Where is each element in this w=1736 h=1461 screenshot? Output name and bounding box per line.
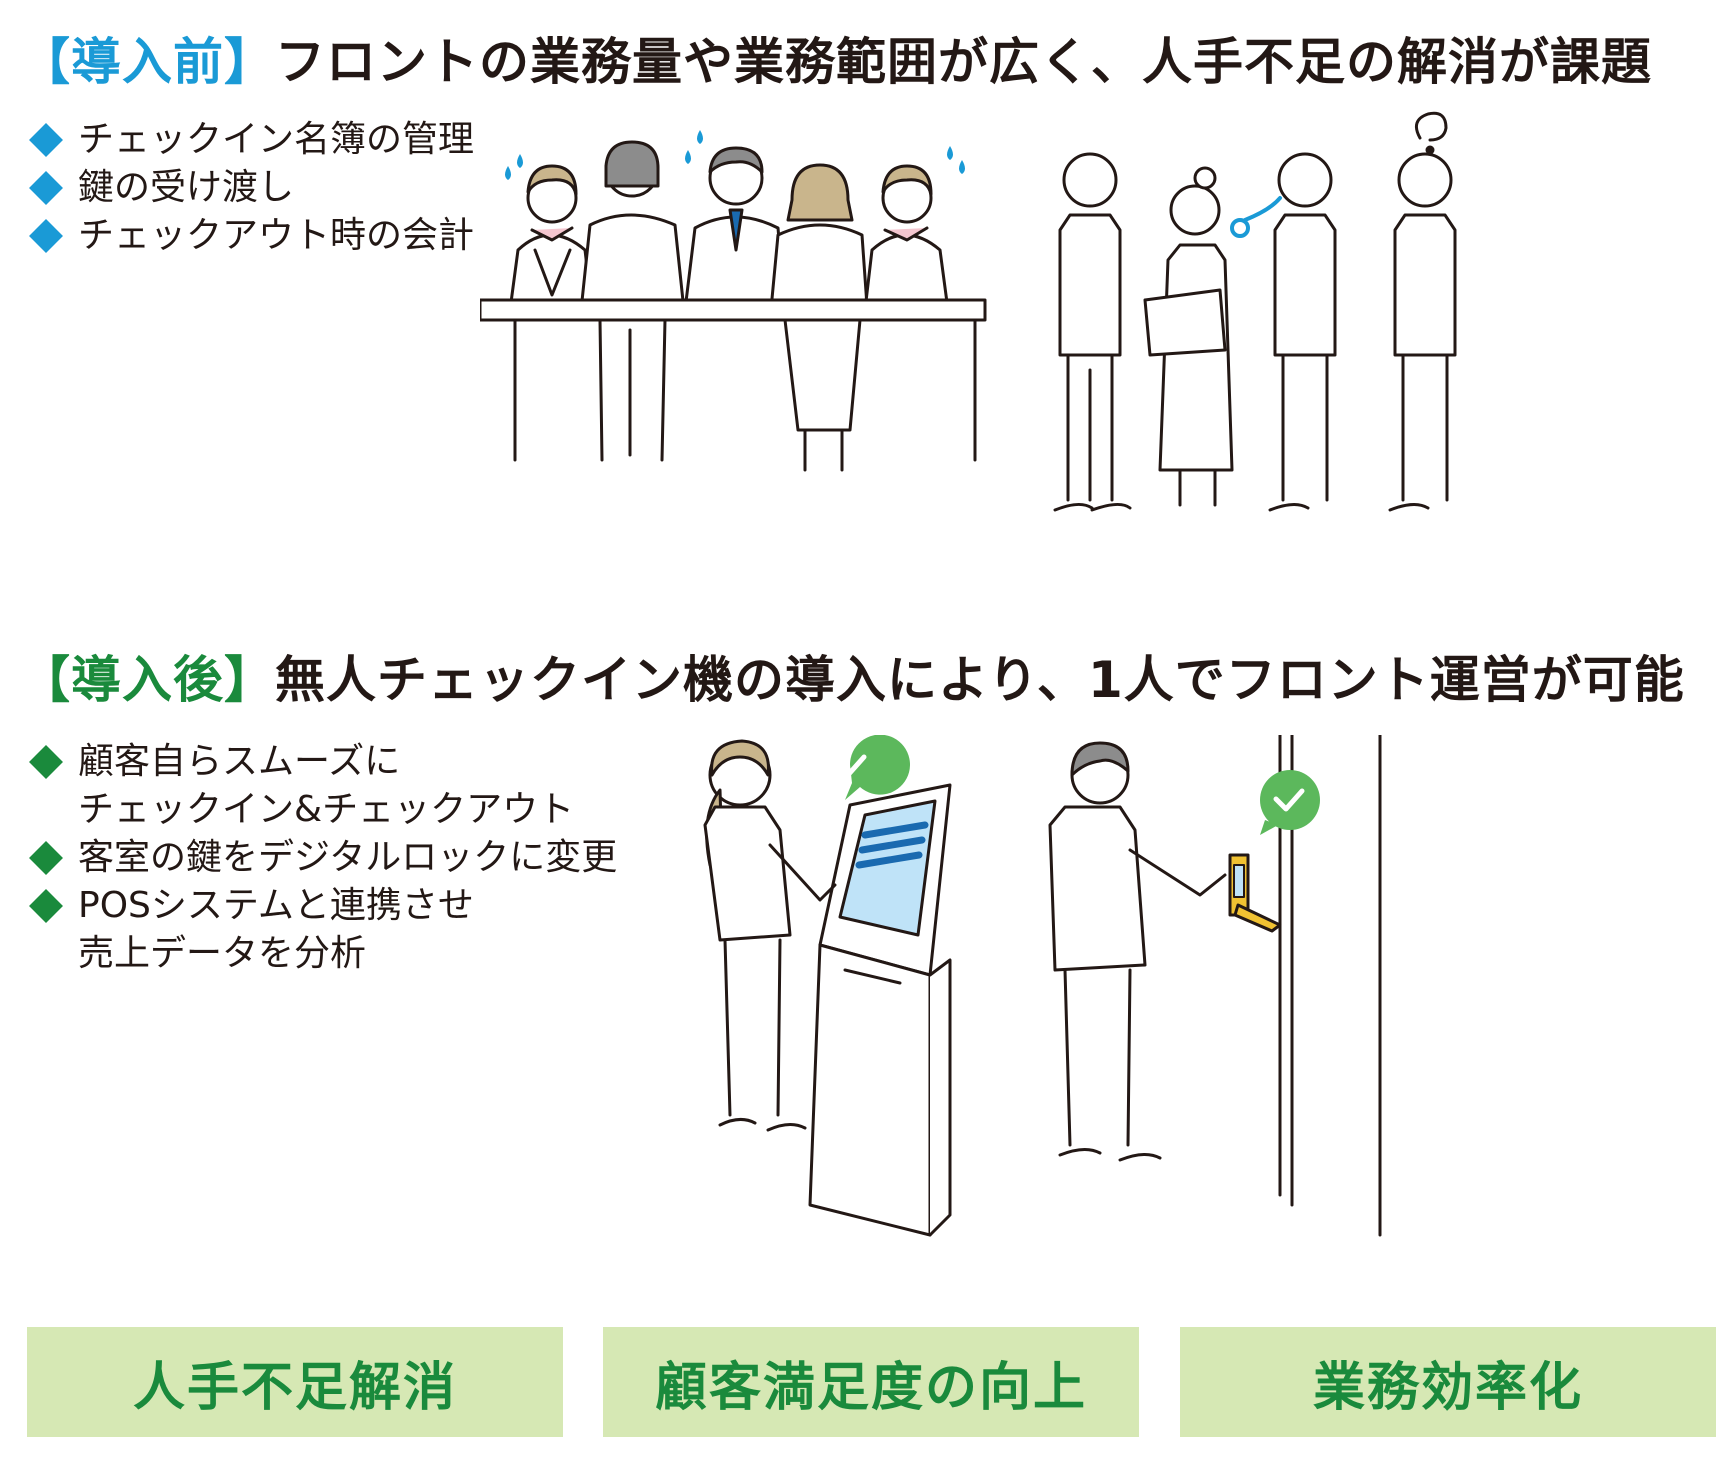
result-box-customer-satisfaction: 顧客満足度の向上 <box>603 1327 1139 1437</box>
after-label: 【導入後】 <box>20 651 275 709</box>
diamond-icon <box>29 889 63 923</box>
front-counter <box>480 298 987 462</box>
staff-woman-right <box>863 164 950 312</box>
diamond-icon <box>29 123 63 157</box>
after-bullet-item: 客室の鍵をデジタルロックに変更 <box>29 834 617 882</box>
check-bubble-icon <box>835 735 910 800</box>
before-bullet-item: チェックイン名簿の管理 <box>29 116 474 164</box>
digital-lock <box>1228 853 1282 933</box>
after-bullet-item: 顧客自らスムーズにチェックイン&チェックアウト <box>29 738 617 834</box>
before-bullet-list: チェックイン名簿の管理 鍵の受け渡し チェックアウト時の会計 <box>29 116 474 260</box>
squiggle-icon <box>1414 111 1448 142</box>
after-bullet-item: POSシステムと連携させ売上データを分析 <box>29 882 617 978</box>
guest-queue <box>1053 111 1457 512</box>
sigh-icon <box>1243 196 1282 222</box>
result-label: 人手不足解消 <box>132 1357 457 1418</box>
before-bullet-item: 鍵の受け渡し <box>29 164 474 212</box>
check-bubble-icon <box>1260 770 1320 835</box>
guest-woman-back <box>768 163 870 472</box>
after-title: 無人チェックイン機の導入により、1人でフロント運営が可能 <box>275 651 1685 709</box>
diamond-icon <box>29 171 63 205</box>
sweat-drop-icon <box>685 130 703 164</box>
before-title: フロントの業務量や業務範囲が広く、人手不足の解消が課題 <box>275 33 1652 91</box>
sweat-drop-icon <box>947 146 965 174</box>
diamond-icon <box>29 841 63 875</box>
guest-man-back <box>578 140 687 462</box>
diamond-icon <box>29 745 63 779</box>
before-heading: 【導入前】フロントの業務量や業務範囲が広く、人手不足の解消が課題 <box>20 22 1652 94</box>
after-bullet-list: 顧客自らスムーズにチェックイン&チェックアウト 客室の鍵をデジタルロックに変更 … <box>29 738 617 978</box>
before-label: 【導入前】 <box>20 33 275 91</box>
guest-man-door <box>1048 741 1227 1162</box>
result-label: 業務効率化 <box>1312 1357 1583 1418</box>
kiosk-and-digital-lock-illustration <box>703 735 1382 1237</box>
result-box-efficiency: 業務効率化 <box>1180 1327 1716 1437</box>
front-desk-crowded-illustration <box>480 111 1457 512</box>
result-label: 顧客満足度の向上 <box>654 1357 1087 1418</box>
result-box-labor-shortage: 人手不足解消 <box>27 1327 563 1437</box>
staff-man-middle <box>683 146 787 312</box>
diamond-icon <box>29 219 63 253</box>
sweat-drop-icon <box>505 154 523 180</box>
checkin-kiosk <box>808 783 952 1237</box>
before-bullet-item: チェックアウト時の会計 <box>29 212 474 260</box>
after-heading: 【導入後】無人チェックイン機の導入により、1人でフロント運営が可能 <box>20 640 1685 712</box>
guest-woman-kiosk <box>703 739 837 1132</box>
staff-woman-left <box>508 164 594 312</box>
